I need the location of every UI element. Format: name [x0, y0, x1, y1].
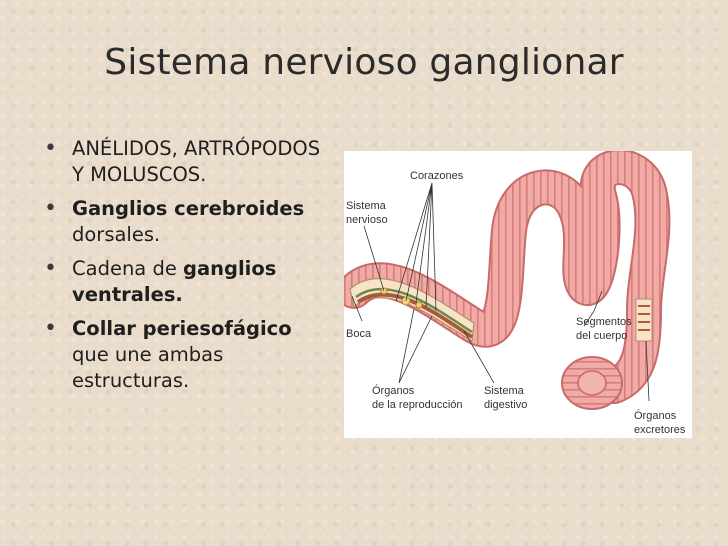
bullet-text: ANÉLIDOS, ARTRÓPODOS Y MOLUSCOS.: [72, 137, 321, 186]
label-segmentos: Segmentos: [576, 316, 632, 328]
bullet-bold-text: ganglios ventrales.: [72, 257, 277, 306]
label-corazones: Corazones: [410, 170, 464, 182]
bullet-text: dorsales.: [72, 223, 161, 246]
label-organos-excretores-2: excretores: [634, 424, 686, 436]
bullet-item: ANÉLIDOS, ARTRÓPODOS Y MOLUSCOS.: [44, 136, 334, 188]
label-sistema-digestivo-2: digestivo: [484, 399, 527, 411]
earthworm-illustration: Corazones Sistema nervioso Boca Órganos …: [344, 151, 692, 438]
label-organos-reproduccion-2: de la reproducción: [372, 399, 463, 411]
label-boca: Boca: [346, 328, 372, 340]
label-segmentos-2: del cuerpo: [576, 330, 627, 342]
worm-body: [344, 151, 671, 410]
bullet-text: que une ambas estructuras.: [72, 343, 224, 392]
bullet-bold-text: Collar periesofágico: [72, 317, 292, 340]
label-sistema-nervioso-2: nervioso: [346, 214, 388, 226]
bullet-item: Cadena de ganglios ventrales.: [44, 256, 334, 308]
label-organos-excretores: Órganos: [634, 409, 677, 422]
label-sistema-digestivo: Sistema: [484, 385, 525, 397]
slide-title: Sistema nervioso ganglionar: [104, 42, 624, 83]
bullet-item: Collar periesofágico que une ambas estru…: [44, 316, 334, 394]
bullet-list: ANÉLIDOS, ARTRÓPODOS Y MOLUSCOS. Ganglio…: [44, 136, 334, 402]
bullet-bold-text: Ganglios cerebroides: [72, 197, 305, 220]
leader-lines: [351, 182, 650, 402]
label-organos-reproduccion: Órganos: [372, 384, 415, 397]
label-sistema-nervioso: Sistema: [346, 200, 387, 212]
bullet-item: Ganglios cerebroides dorsales.: [44, 196, 334, 248]
bullet-text: Cadena de: [72, 257, 177, 280]
